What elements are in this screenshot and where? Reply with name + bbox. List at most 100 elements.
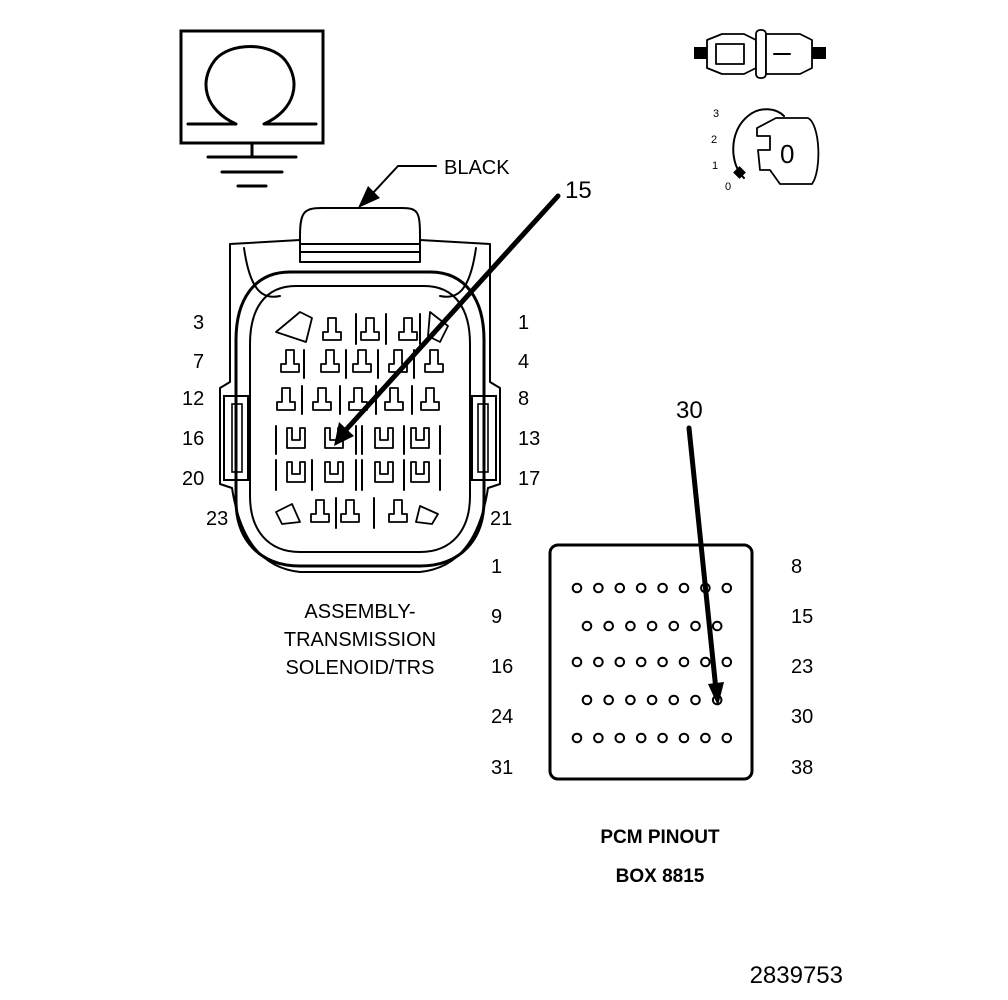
pcm-row-label: 1	[491, 556, 502, 578]
pcm-pin	[593, 732, 604, 744]
pcm-pinout-box	[548, 543, 754, 781]
svg-text:ASSEMBLY-: ASSEMBLY-	[304, 601, 415, 623]
connector-terminals	[275, 313, 444, 529]
callout-arrow-30: 30	[676, 397, 724, 706]
pcm-pin	[635, 582, 647, 594]
pcm-row-label: 9	[491, 606, 502, 628]
pcm-pin	[614, 732, 626, 744]
pcm-pin	[678, 732, 690, 744]
connector-terminal	[424, 349, 444, 373]
pcm-pin	[646, 694, 658, 706]
connector-terminal	[322, 317, 342, 341]
connector-callout-label: 15	[565, 177, 592, 204]
connector-pin-label: 8	[518, 388, 529, 410]
ignition-position-3: 3	[713, 108, 719, 120]
connector-terminal	[340, 499, 360, 523]
pcm-pin	[571, 582, 583, 594]
pcm-row-label: 30	[791, 706, 813, 728]
pcm-pin	[603, 620, 615, 632]
pcm-pin	[721, 656, 733, 668]
connector-pin-label: 20	[182, 468, 204, 490]
pcm-pin	[700, 656, 711, 668]
pcm-pin	[678, 582, 690, 594]
connector-terminal	[360, 317, 380, 341]
pcm-row-label: 31	[491, 757, 513, 779]
pcm-pin	[593, 582, 604, 594]
connector-terminal	[384, 387, 404, 411]
ignition-position-0: 0	[725, 181, 731, 193]
pcm-pin	[711, 620, 723, 632]
pcm-left-row-labels: 1 9 16 24 31	[491, 556, 513, 779]
pcm-pin	[678, 656, 690, 668]
pcm-pin	[593, 656, 604, 668]
pcm-pin	[721, 582, 733, 594]
ignition-position-2: 2	[711, 134, 717, 146]
pcm-pin	[721, 732, 733, 744]
connector-pin-label: 13	[518, 428, 540, 450]
connector-terminal	[352, 349, 372, 373]
pcm-pin	[657, 582, 668, 594]
connector-left-pin-labels: 3 7 12 16 20 23	[182, 312, 228, 530]
connector-pin-label: 21	[490, 508, 512, 530]
pcm-pin	[635, 732, 647, 744]
connector-terminal	[374, 427, 394, 449]
pcm-pin	[657, 732, 668, 744]
pcm-pin	[700, 732, 711, 744]
pcm-pin	[614, 656, 626, 668]
pcm-row-label: 15	[791, 606, 813, 628]
connector-terminal	[280, 349, 300, 373]
connector-terminal	[410, 427, 430, 449]
connector-color-label: BLACK	[444, 157, 510, 179]
pcm-pin	[690, 694, 701, 706]
pcm-title: PCM PINOUT	[600, 827, 720, 848]
pcm-pin	[581, 694, 593, 706]
connector-pin-label: 17	[518, 468, 540, 490]
pcm-pin	[581, 620, 593, 632]
pcm-pin	[625, 694, 636, 706]
connector-terminal	[320, 349, 340, 373]
figure-id: 2839753	[750, 962, 843, 989]
connector-terminal	[388, 499, 408, 523]
connector-right-pin-labels: 1 4 8 13 17 21	[490, 312, 540, 530]
connector-terminal	[312, 387, 332, 411]
pcm-row-label: 23	[791, 656, 813, 678]
connector-terminal	[324, 461, 344, 483]
pcm-pin	[668, 620, 680, 632]
pcm-row-label: 24	[491, 706, 513, 728]
transmission-solenoid-connector	[219, 207, 501, 573]
connector-pin-label: 4	[518, 351, 529, 373]
pcm-pin	[625, 620, 636, 632]
svg-text:SOLENOID/TRS: SOLENOID/TRS	[286, 657, 435, 679]
connector-terminal	[286, 461, 306, 483]
connector-pin-label: 23	[206, 508, 228, 530]
connector-pin-label: 12	[182, 388, 204, 410]
ignition-position-1: 1	[712, 160, 718, 172]
pcm-pins	[571, 582, 733, 744]
pcm-pin	[690, 620, 701, 632]
connector-terminal	[310, 499, 330, 523]
connector-pin-label: 7	[193, 351, 204, 373]
connector-pin-label: 1	[518, 312, 529, 334]
pcm-row-label: 8	[791, 556, 802, 578]
connector-terminal	[276, 387, 296, 411]
pcm-pin	[657, 656, 668, 668]
pcm-row-label: 16	[491, 656, 513, 678]
callout-arrow-15: 15	[334, 177, 592, 446]
pcm-callout-label: 30	[676, 397, 703, 424]
connector-name: ASSEMBLY- TRANSMISSION SOLENOID/TRS	[284, 601, 436, 679]
ohmmeter-icon	[179, 29, 325, 145]
pcm-row-label: 38	[791, 757, 813, 779]
pcm-pin	[635, 656, 647, 668]
pcm-pin	[646, 620, 658, 632]
pcm-pin	[603, 694, 615, 706]
test-lead-connector-icon	[694, 29, 826, 79]
pcm-pin	[571, 732, 583, 744]
pcm-pin	[614, 582, 626, 594]
ignition-key-icon: 3 2 1 0 0	[711, 108, 820, 193]
connector-pin-label: 3	[193, 312, 204, 334]
pcm-right-row-labels: 8 15 23 30 38	[791, 556, 813, 779]
connector-terminal	[410, 461, 430, 483]
connector-pin-label: 16	[182, 428, 204, 450]
connector-terminal	[286, 427, 306, 449]
